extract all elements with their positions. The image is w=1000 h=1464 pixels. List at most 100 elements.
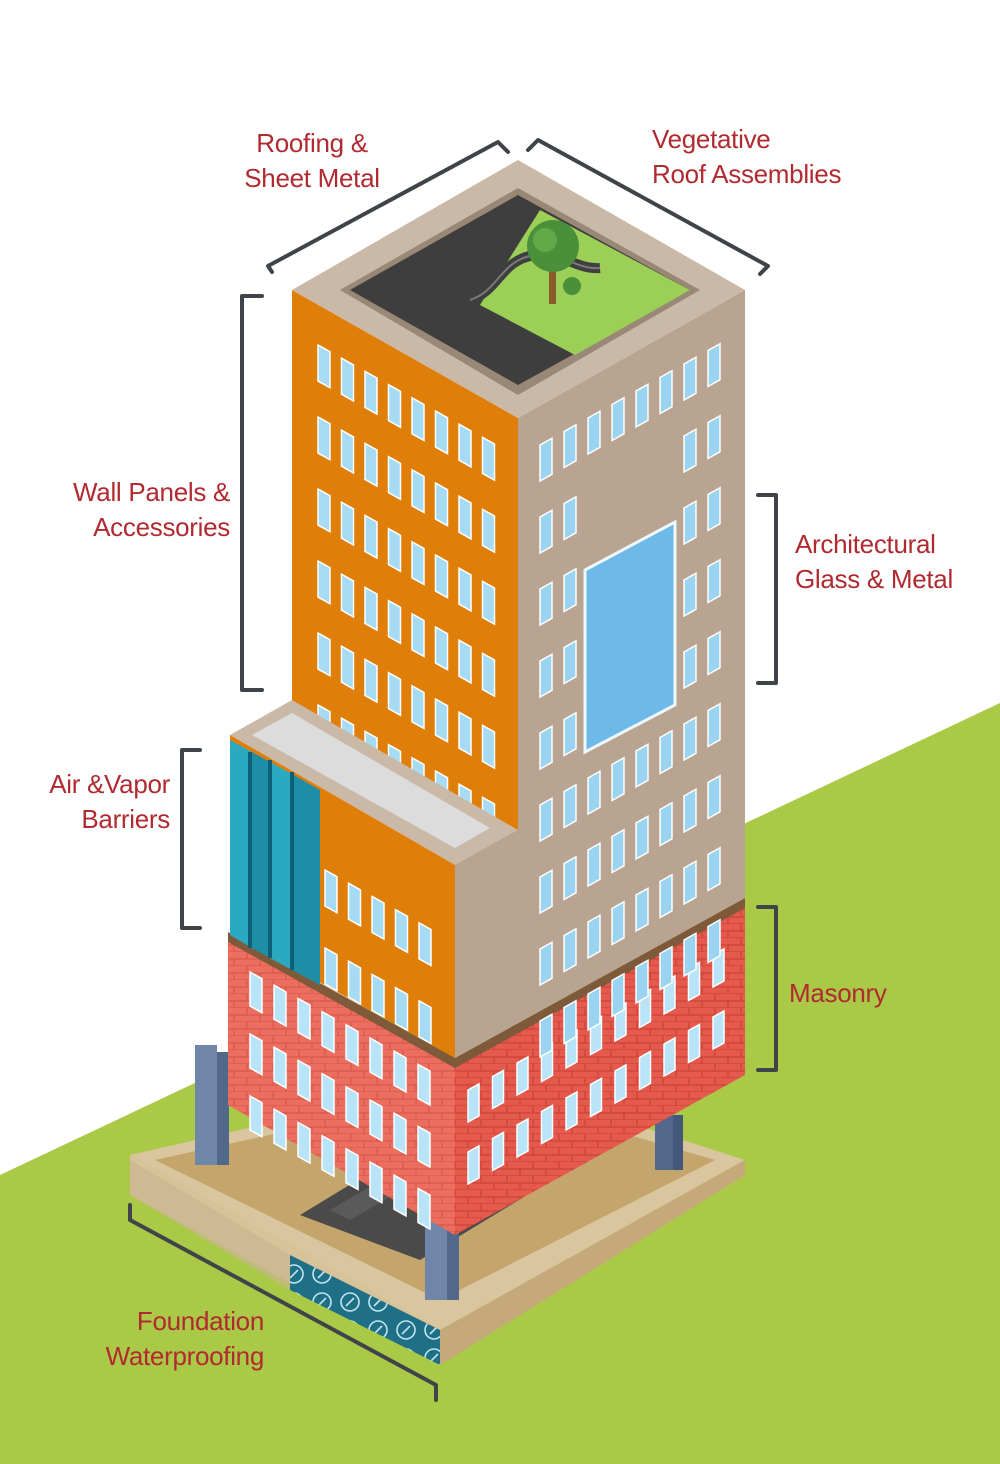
window (418, 1064, 430, 1105)
window (708, 776, 720, 819)
window (708, 632, 720, 675)
window (342, 358, 354, 401)
window (540, 510, 552, 553)
window (660, 875, 672, 918)
label-foundation-line2: Waterproofing (40, 1339, 264, 1374)
window (370, 1038, 382, 1079)
window (540, 438, 552, 481)
window (322, 1136, 334, 1177)
window (365, 659, 377, 702)
window (349, 961, 361, 1004)
window (349, 883, 361, 926)
bracket-wall-panels (242, 296, 262, 690)
window (612, 830, 624, 873)
window (483, 581, 495, 624)
window (684, 861, 696, 904)
window (325, 870, 337, 913)
window (591, 1078, 602, 1116)
window (436, 627, 448, 670)
window (564, 785, 576, 828)
window (564, 1001, 576, 1044)
label-masonry: Masonry (789, 976, 949, 1011)
window (418, 1126, 430, 1167)
window (564, 641, 576, 684)
window (436, 483, 448, 526)
window (318, 633, 330, 676)
label-vegetative: Vegetative Roof Assemblies (652, 122, 892, 192)
window (274, 1047, 286, 1088)
window (318, 345, 330, 388)
window (318, 417, 330, 460)
label-air-vapor-line2: Barriers (10, 802, 170, 837)
window (322, 1074, 334, 1115)
label-vegetative-line2: Roof Assemblies (652, 157, 892, 192)
window (274, 1109, 286, 1150)
window (298, 998, 310, 1039)
window (468, 1084, 479, 1122)
window (540, 870, 552, 913)
window (389, 673, 401, 716)
window (588, 843, 600, 886)
window (372, 896, 384, 939)
window (564, 929, 576, 972)
window (684, 645, 696, 688)
label-wall-panels-line1: Wall Panels & (20, 475, 230, 510)
label-roofing-line2: Sheet Metal (224, 161, 400, 196)
window (540, 1014, 552, 1057)
window (346, 1025, 358, 1066)
window (483, 509, 495, 552)
window (636, 384, 648, 427)
window (660, 803, 672, 846)
window (412, 614, 424, 657)
window (708, 488, 720, 531)
window (389, 529, 401, 572)
window (396, 988, 408, 1031)
window (365, 443, 377, 486)
window (493, 1070, 504, 1108)
window (318, 561, 330, 604)
window (342, 430, 354, 473)
label-foundation: Foundation Waterproofing (40, 1304, 264, 1374)
window (540, 582, 552, 625)
window (250, 1096, 262, 1137)
window (365, 587, 377, 630)
window (389, 457, 401, 500)
window (436, 555, 448, 598)
window (684, 933, 696, 976)
window (660, 947, 672, 990)
window (540, 942, 552, 985)
window (394, 1051, 406, 1092)
window (517, 1119, 528, 1157)
window (636, 744, 648, 787)
window (250, 972, 262, 1013)
window (459, 568, 471, 611)
window (588, 771, 600, 814)
window (684, 501, 696, 544)
label-arch-glass-line1: Architectural (795, 527, 995, 562)
window (370, 1100, 382, 1141)
bracket-air-vapor (182, 750, 200, 928)
window (418, 1188, 430, 1229)
window (660, 731, 672, 774)
window (412, 398, 424, 441)
window (564, 425, 576, 468)
label-arch-glass-line2: Glass & Metal (795, 562, 995, 597)
window (708, 848, 720, 891)
window (436, 699, 448, 742)
window (365, 515, 377, 558)
window (389, 601, 401, 644)
label-arch-glass: Architectural Glass & Metal (795, 527, 995, 597)
window (483, 653, 495, 696)
window (564, 713, 576, 756)
label-roofing-line1: Roofing & (224, 126, 400, 161)
window (564, 569, 576, 612)
window (708, 920, 720, 963)
window (459, 712, 471, 755)
label-roofing: Roofing & Sheet Metal (224, 126, 400, 196)
window (564, 857, 576, 900)
window (612, 902, 624, 945)
window (708, 344, 720, 387)
label-wall-panels: Wall Panels & Accessories (20, 475, 230, 545)
window (588, 987, 600, 1030)
